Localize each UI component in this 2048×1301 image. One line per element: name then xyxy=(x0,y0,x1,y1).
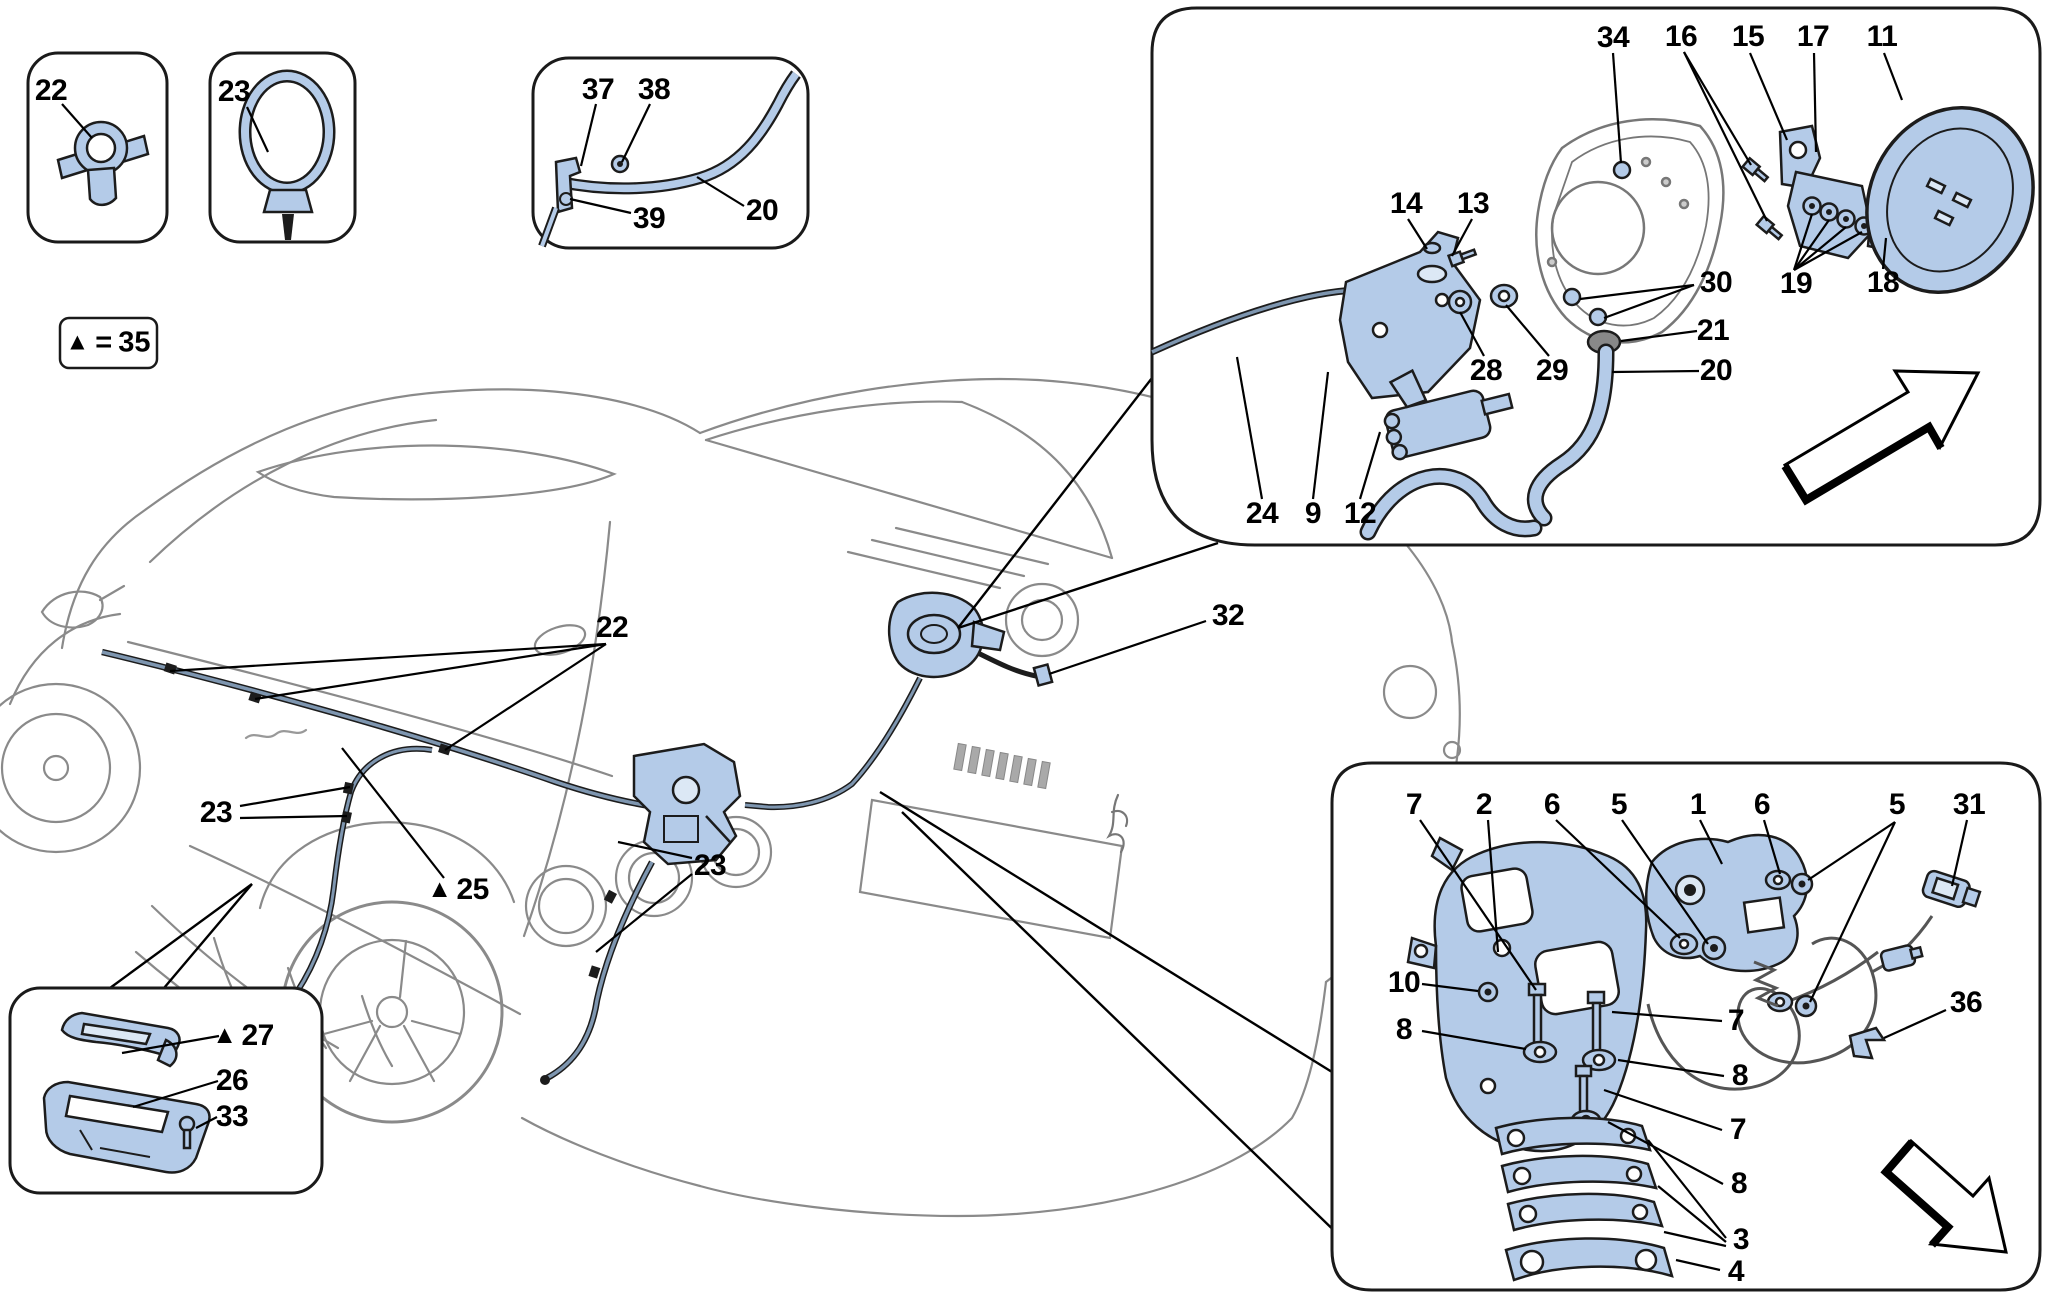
callout-23-center: 23 xyxy=(693,849,727,882)
callout-7-c: 7 xyxy=(1729,1113,1747,1146)
callout-8-a: 8 xyxy=(1395,1013,1413,1046)
callout-17: 17 xyxy=(1796,20,1830,53)
callout-14: 14 xyxy=(1389,187,1423,220)
callout-23-left: 23 xyxy=(199,796,233,829)
callout-37: 37 xyxy=(581,73,615,106)
callout-29: 29 xyxy=(1535,354,1569,387)
callout-6-a: 6 xyxy=(1543,788,1561,821)
strap-clamp-part xyxy=(238,69,336,240)
callout-34: 34 xyxy=(1596,21,1630,54)
callout-1: 1 xyxy=(1689,788,1707,821)
callout-16: 16 xyxy=(1664,20,1698,53)
callout-33: 33 xyxy=(215,1100,249,1133)
callout-18: 18 xyxy=(1866,266,1900,299)
callout-22-car: 22 xyxy=(595,611,629,644)
callout-38: 38 xyxy=(637,73,671,106)
legend-equals: = xyxy=(95,326,113,359)
callout-26: 26 xyxy=(215,1064,249,1097)
callout-9: 9 xyxy=(1304,497,1322,530)
callout-5-b: 5 xyxy=(1888,788,1906,821)
arrow-down-right-icon xyxy=(1880,1138,2008,1254)
callout-32: 32 xyxy=(1211,599,1245,632)
legend-value: 35 xyxy=(118,326,151,359)
callout-28: 28 xyxy=(1469,354,1503,387)
car-illustration xyxy=(0,377,1462,1218)
callout-3: 3 xyxy=(1732,1223,1750,1256)
callout-13: 13 xyxy=(1456,187,1490,220)
callout-20-box: 20 xyxy=(745,194,779,227)
arrow-up-right-icon xyxy=(1781,369,1981,506)
callout-31: 31 xyxy=(1952,788,1986,821)
callout-7-b: 7 xyxy=(1727,1004,1745,1037)
callout-20: 20 xyxy=(1699,354,1733,387)
release-handle-parts xyxy=(42,1011,211,1174)
filler-door-assembly-parts xyxy=(1150,105,2035,541)
callout-30: 30 xyxy=(1699,266,1733,299)
vent-pipe-parts xyxy=(538,70,801,248)
callout-15: 15 xyxy=(1731,20,1765,53)
triangle-marker-icon: ▲ xyxy=(212,1021,237,1049)
callout-4: 4 xyxy=(1727,1255,1745,1288)
callout-6-b: 6 xyxy=(1753,788,1771,821)
detail-boxes xyxy=(8,6,2042,1292)
callout-25: ▲25 xyxy=(427,873,489,906)
callout-8-c: 8 xyxy=(1730,1167,1748,1200)
callout-12: 12 xyxy=(1343,497,1377,530)
callout-pointer-lines xyxy=(109,377,1351,1247)
callout-22-box: 22 xyxy=(34,74,68,107)
callout-10: 10 xyxy=(1387,966,1421,999)
fuel-flap-mechanism-highlight xyxy=(101,591,1054,1091)
legend-box xyxy=(58,316,159,370)
callout-2: 2 xyxy=(1475,788,1493,821)
triangle-marker-icon: ▲ xyxy=(427,875,452,903)
callout-39: 39 xyxy=(632,202,666,235)
callout-23-box: 23 xyxy=(217,75,251,108)
detail-box-vent-pipe xyxy=(531,56,810,250)
callout-36: 36 xyxy=(1949,986,1983,1019)
callout-11: 11 xyxy=(1866,20,1898,53)
triangle-marker-icon: ▲ xyxy=(65,328,90,356)
callout-21: 21 xyxy=(1696,314,1730,347)
callout-24: 24 xyxy=(1245,497,1279,530)
callout-7-a: 7 xyxy=(1405,788,1423,821)
callout-5-a: 5 xyxy=(1610,788,1628,821)
legend-note: ▲=35 xyxy=(66,327,151,360)
callout-19: 19 xyxy=(1779,267,1813,300)
callout-27: ▲27 xyxy=(212,1019,274,1052)
latch-bracket-assembly-parts xyxy=(1406,833,2008,1282)
callout-8-b: 8 xyxy=(1731,1059,1749,1092)
leader-lines xyxy=(61,51,1969,1272)
